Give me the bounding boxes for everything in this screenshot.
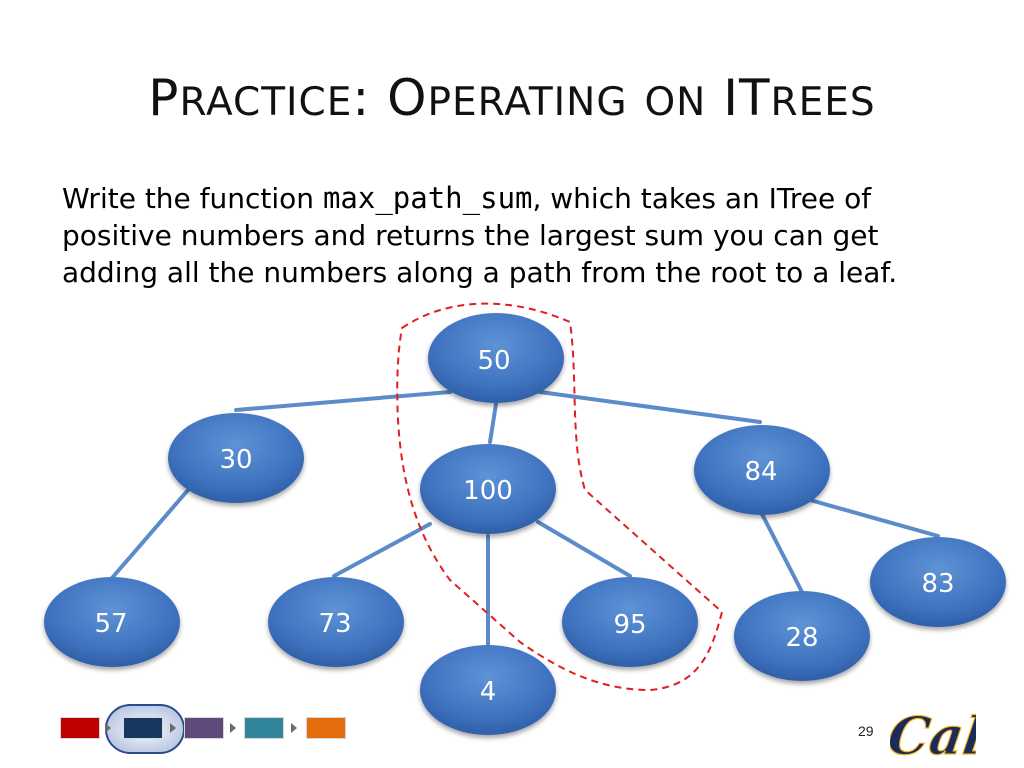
tree-edges [110,390,940,648]
nav-arrow-4 [291,723,297,733]
slide-title: PRACTICE: OPERATING ON ITREES [0,68,1024,128]
node-label-100: 100 [463,476,513,506]
tree-node-73 [268,577,404,667]
edge-50-100 [488,402,498,444]
tree-node-83 [870,537,1006,627]
edge-100-95 [536,520,632,578]
tree-node-50 [428,313,564,403]
tree-node-95 [562,577,698,667]
body-prefix: Write the function [62,182,323,215]
title-p: P [148,69,180,127]
tree-node-100 [420,444,556,534]
title-on: ON [644,80,707,125]
tree-node-84 [694,425,830,515]
edge-100-73 [332,522,432,578]
node-label-30: 30 [219,445,252,475]
nav-section-3[interactable] [184,717,224,739]
node-label-73: 73 [318,609,351,639]
edge-30-57 [110,488,190,580]
tree-node-4 [420,645,556,735]
section-navigation [58,703,358,757]
title-colon-o: : O [352,69,428,127]
nav-section-1[interactable] [60,717,100,739]
node-label-57: 57 [94,609,127,639]
node-label-4: 4 [480,677,497,707]
edge-84-83 [808,498,940,538]
edge-84-28 [760,512,804,594]
node-label-28: 28 [785,623,818,653]
tree-nodes [44,313,1006,735]
tree-node-57 [44,577,180,667]
function-name-code: max_path_sum [322,181,533,215]
node-label-50: 50 [477,346,510,376]
body-paragraph: Write the function max_path_sum, which t… [62,180,962,291]
cal-logo: Cal [890,706,976,766]
cal-logo-text: Cal [890,706,976,766]
tree-node-30 [168,413,304,503]
tree-labels: 50 30 100 84 57 73 4 95 28 83 [94,346,954,707]
tree-node-28 [734,591,870,681]
title-rees: REES [770,80,876,125]
node-label-84: 84 [744,457,777,487]
nav-arrow-3 [230,723,236,733]
title-perating: PERATING [427,80,628,125]
nav-section-2[interactable] [123,717,163,739]
title-it: IT [706,69,771,127]
node-label-83: 83 [921,569,954,599]
body-suffix: , which takes an ITree of positive numbe… [62,182,898,289]
nav-arrow-2 [170,723,176,733]
nav-arrow-1 [105,723,111,733]
edge-50-30 [234,390,452,412]
nav-section-4[interactable] [244,717,284,739]
edge-50-84 [538,390,762,424]
title-ractice: RACTICE [179,80,353,125]
nav-section-5[interactable] [306,717,346,739]
page-number: 29 [858,723,874,739]
node-label-95: 95 [613,610,646,640]
